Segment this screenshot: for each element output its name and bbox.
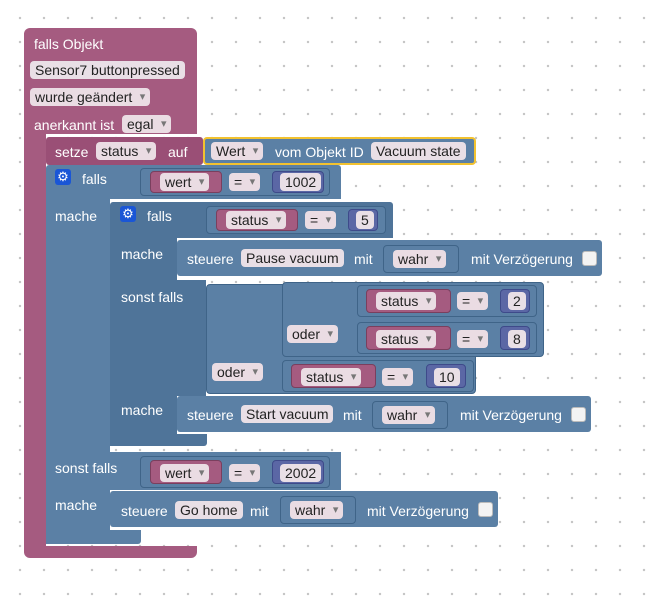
delay-label: mit Verzögerung: [471, 251, 573, 267]
number-field[interactable]: 2: [508, 292, 526, 310]
set-to-label: auf: [168, 144, 188, 160]
variable-dropdown[interactable]: status: [376, 292, 437, 310]
operator-dropdown[interactable]: =: [229, 464, 261, 482]
control-target[interactable]: Pause vacuum: [241, 249, 344, 267]
event-title: falls Objekt: [34, 36, 104, 52]
delay-checkbox[interactable]: [571, 407, 586, 422]
control-with-label: mit: [354, 251, 373, 267]
gear-icon[interactable]: ⚙: [120, 206, 136, 222]
number-field[interactable]: 10: [434, 368, 460, 386]
inner-do-label: mache: [121, 246, 164, 262]
control-target[interactable]: Go home: [175, 501, 243, 519]
outer-elseif-label: sonst falls: [55, 460, 118, 476]
variable-dropdown[interactable]: status: [376, 330, 437, 348]
outer-do2-label: mache: [55, 497, 98, 513]
inner-if-bottom: [110, 434, 207, 446]
from-object-label: vom Objekt ID: [275, 144, 364, 160]
outer-if-spine: [46, 199, 110, 544]
variable-dropdown[interactable]: wert: [160, 464, 210, 482]
attribute-dropdown[interactable]: Wert: [211, 142, 264, 160]
operator-dropdown[interactable]: =: [457, 330, 489, 348]
number-field[interactable]: 5: [356, 211, 374, 229]
control-label: steuere: [121, 503, 168, 519]
outer-if-bottom: [46, 530, 141, 544]
trigger-dropdown[interactable]: wurde geändert: [30, 88, 151, 106]
delay-checkbox[interactable]: [582, 251, 597, 266]
delay-label: mit Verzögerung: [367, 503, 469, 519]
delay-checkbox[interactable]: [478, 502, 493, 517]
delay-label: mit Verzögerung: [460, 407, 562, 423]
control-label: steuere: [187, 251, 234, 267]
event-block-bottom: [24, 546, 197, 558]
object-id-field[interactable]: Sensor7 buttonpressed: [30, 61, 185, 79]
number-field[interactable]: 8: [508, 330, 526, 348]
variable-dropdown[interactable]: status: [301, 368, 362, 386]
control-target[interactable]: Start vacuum: [241, 405, 334, 423]
operator-dropdown[interactable]: =: [229, 173, 261, 191]
or-inner-dropdown[interactable]: oder: [287, 325, 339, 343]
bool-dropdown[interactable]: wahr: [382, 406, 436, 424]
object-id-value[interactable]: Vacuum state: [371, 142, 466, 160]
inner-if-label: falls: [147, 208, 172, 224]
operator-dropdown[interactable]: =: [305, 211, 337, 229]
outer-if-label: falls: [82, 171, 107, 187]
number-field[interactable]: 1002: [280, 173, 322, 191]
variable-dropdown[interactable]: status: [226, 211, 287, 229]
operator-dropdown[interactable]: =: [382, 368, 414, 386]
control-with-label: mit: [250, 503, 269, 519]
ack-label: anerkannt ist: [34, 117, 115, 133]
outer-do-label: mache: [55, 208, 98, 224]
number-field[interactable]: 2002: [280, 464, 322, 482]
bool-dropdown[interactable]: wahr: [393, 250, 447, 268]
or-outer-dropdown[interactable]: oder: [212, 363, 264, 381]
operator-dropdown[interactable]: =: [457, 292, 489, 310]
control-label: steuere: [187, 407, 234, 423]
inner-elseif-header: [110, 280, 206, 396]
inner-elseif-label: sonst falls: [121, 289, 184, 305]
bool-dropdown[interactable]: wahr: [290, 501, 344, 519]
variable-dropdown[interactable]: wert: [160, 173, 210, 191]
set-variable-dropdown[interactable]: status: [96, 142, 157, 160]
inner-do2-label: mache: [121, 402, 164, 418]
gear-icon[interactable]: ⚙: [55, 169, 71, 185]
set-label: setze: [55, 144, 89, 160]
control-with-label: mit: [343, 407, 362, 423]
ack-dropdown[interactable]: egal: [122, 115, 172, 133]
event-block-spine: [24, 134, 46, 549]
